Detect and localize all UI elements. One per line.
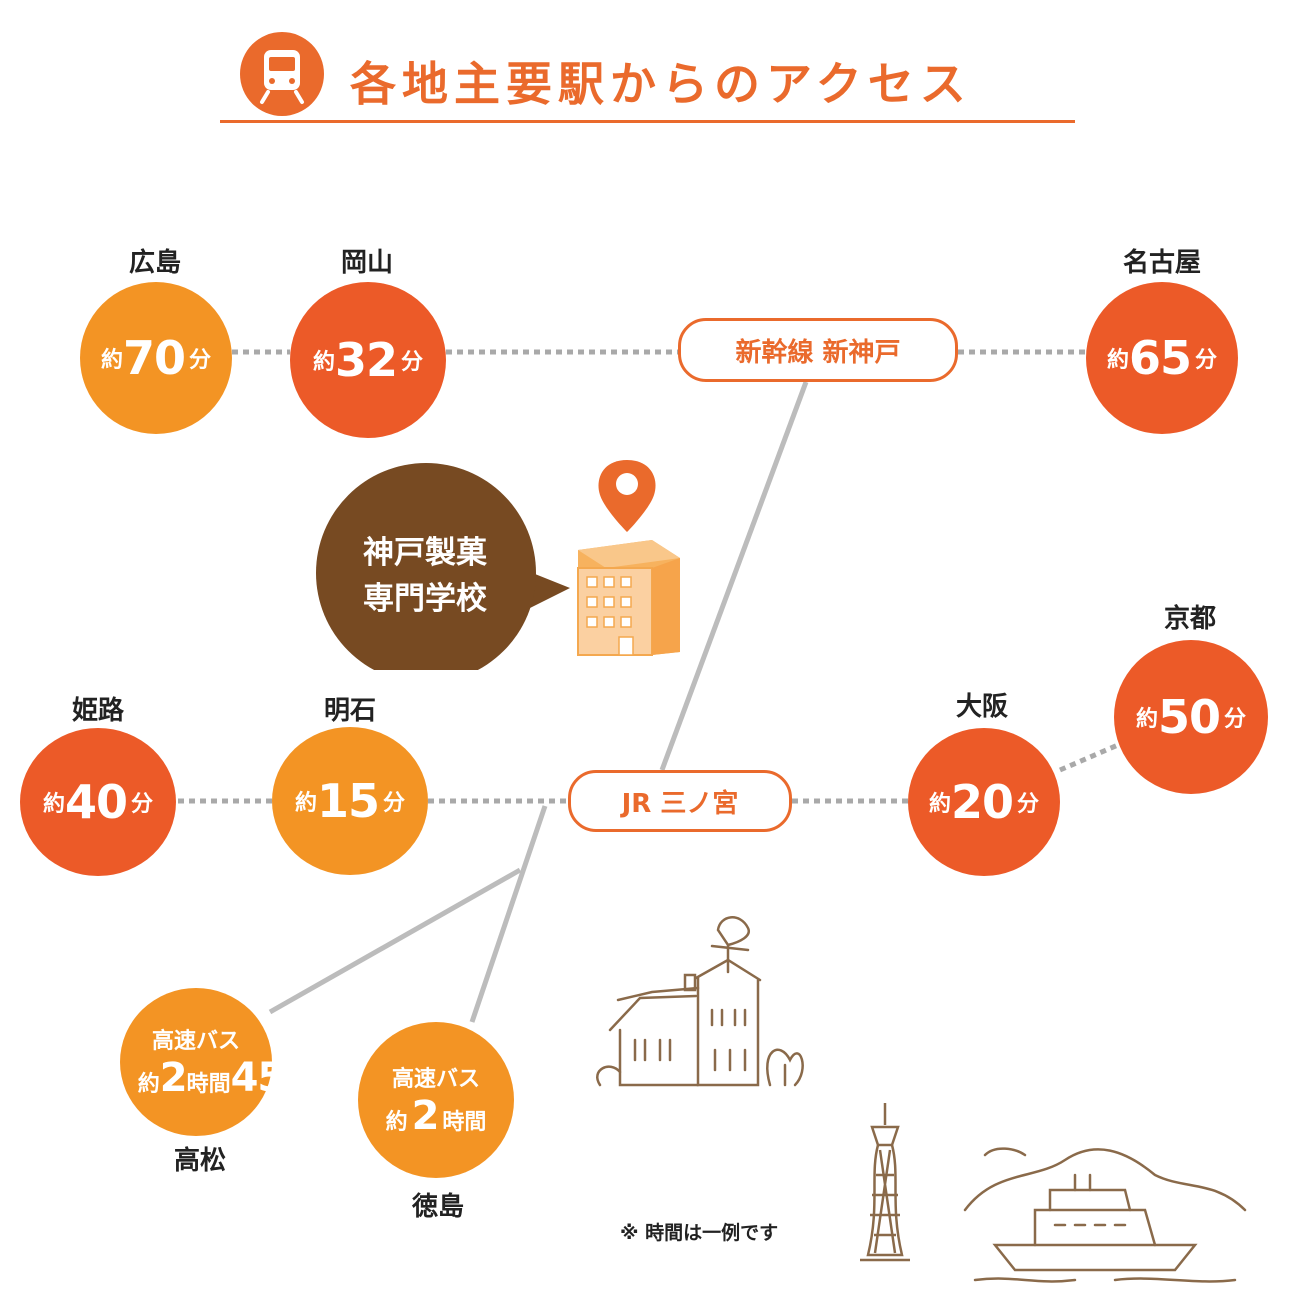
map-pin-icon [598,460,656,532]
place-label-himeji: 姫路 [71,696,124,726]
train-icon [240,32,324,116]
station-shin-kobe: 新幹線 新神戸 [678,318,958,382]
page-header: 各地主要駅からのアクセス [220,20,1080,128]
place-label-osaka: 大阪 [955,692,1008,722]
place-label-hiroshima: 広島 [128,248,181,278]
ship-mountain-illustration [963,1147,1247,1283]
footnote: ※ 時間は一例です [620,1222,779,1244]
port-tower-illustration [860,1103,910,1262]
place-label-okayama: 岡山 [340,248,393,278]
place-label-takamatsu: 高松 [173,1146,226,1176]
place-label-akashi: 明石 [323,696,376,726]
title-underline [220,120,1075,123]
place-label-tokushima: 徳島 [411,1192,464,1222]
station-sannomiya: JR 三ノ宮 [568,770,792,832]
building-icon [577,540,680,656]
page-title: 各地主要駅からのアクセス [350,57,972,111]
place-label-nagoya: 名古屋 [1122,248,1201,278]
weathercock-house-illustration [596,916,804,1087]
school-name: 神戸製菓 専門学校 [363,535,487,617]
place-label-kyoto: 京都 [1163,604,1216,634]
school-illustration [316,460,680,670]
